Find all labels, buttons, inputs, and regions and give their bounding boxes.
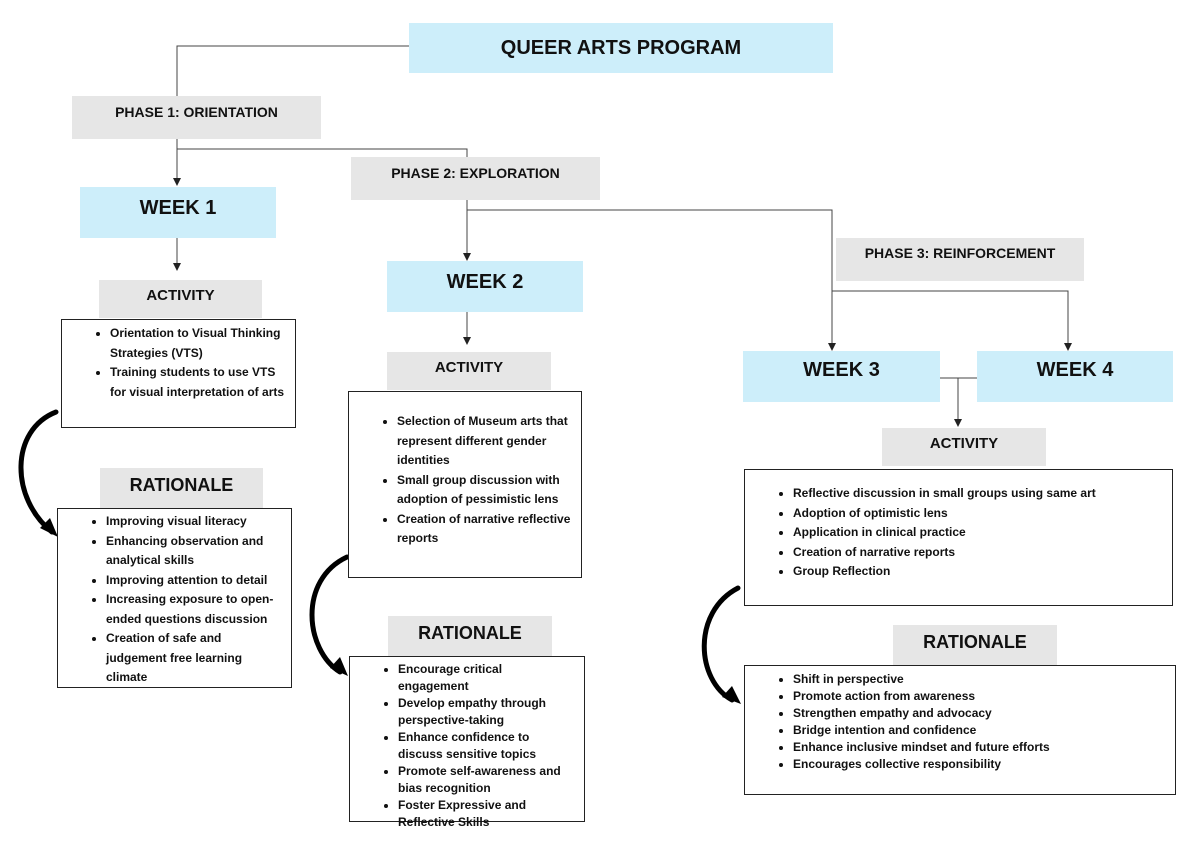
list-item: Develop empathy through perspective-taki… [398, 695, 576, 729]
list-item: Promote self-awareness and bias recognit… [398, 763, 576, 797]
week2-rationale-list: Encourage critical engagement Develop em… [349, 656, 585, 829]
list-item: Application in clinical practice [793, 523, 1164, 543]
week2-activity-label: ACTIVITY [387, 352, 551, 390]
list-item: Encourages collective responsibility [793, 756, 1167, 773]
list-item: Strengthen empathy and advocacy [793, 705, 1167, 722]
list-item: Improving visual literacy [106, 512, 283, 532]
connector-phase3-week4 [832, 290, 1072, 351]
connector-title-phase1 [176, 45, 409, 96]
list-item: Creation of narrative reflective reports [397, 510, 573, 549]
curved-arrow-week2 [309, 554, 350, 675]
list-item: Group Reflection [793, 562, 1164, 582]
list-item: Creation of safe and judgement free lear… [106, 629, 283, 688]
list-item: Increasing exposure to open-ended questi… [106, 590, 283, 629]
connector-phase1-phase2 [177, 148, 468, 157]
curved-arrowhead-week1 [40, 518, 58, 537]
list-item: Training students to use VTS for visual … [110, 363, 287, 402]
curved-arrow-week1 [18, 409, 59, 535]
week4-box: WEEK 4 [977, 351, 1173, 402]
curved-arrow-week34 [701, 585, 741, 703]
list-item: Improving attention to detail [106, 571, 283, 591]
list-item: Encourage critical engagement [398, 661, 576, 695]
connector-phase2-week3 [467, 209, 836, 351]
curved-arrowhead-week34 [722, 686, 741, 704]
week2-activity-list: Selection of Museum arts that represent … [348, 391, 582, 578]
list-item: Bridge intention and confidence [793, 722, 1167, 739]
list-item: Foster Expressive and Reflective Skills [398, 797, 576, 831]
program-title: QUEER ARTS PROGRAM [409, 23, 833, 73]
week1-activity-label: ACTIVITY [99, 280, 262, 318]
week34-rationale-list: Shift in perspective Promote action from… [744, 665, 1176, 795]
list-item: Selection of Museum arts that represent … [397, 412, 573, 471]
week34-rationale-label: RATIONALE [893, 625, 1057, 665]
list-item: Enhance inclusive mindset and future eff… [793, 739, 1167, 756]
list-item: Enhancing observation and analytical ski… [106, 532, 283, 571]
week1-rationale-label: RATIONALE [100, 468, 263, 508]
list-item: Creation of narrative reports [793, 543, 1164, 563]
phase3-label: PHASE 3: REINFORCEMENT [836, 238, 1084, 281]
list-item: Orientation to Visual Thinking Strategie… [110, 324, 287, 363]
week1-activity-list: Orientation to Visual Thinking Strategie… [61, 319, 296, 428]
list-item: Reflective discussion in small groups us… [793, 484, 1164, 504]
phase2-label: PHASE 2: EXPLORATION [351, 157, 600, 200]
curved-arrowhead-week2 [330, 657, 348, 676]
list-item: Adoption of optimistic lens [793, 504, 1164, 524]
phase1-label: PHASE 1: ORIENTATION [72, 96, 321, 139]
list-item: Small group discussion with adoption of … [397, 471, 573, 510]
week2-box: WEEK 2 [387, 261, 583, 312]
list-item: Enhance confidence to discuss sensitive … [398, 729, 576, 763]
week34-activity-label: ACTIVITY [882, 428, 1046, 466]
list-item: Shift in perspective [793, 671, 1167, 688]
list-item: Promote action from awareness [793, 688, 1167, 705]
week3-box: WEEK 3 [743, 351, 940, 402]
week1-box: WEEK 1 [80, 187, 276, 238]
week1-rationale-list: Improving visual literacy Enhancing obse… [57, 508, 292, 688]
week34-activity-list: Reflective discussion in small groups us… [744, 469, 1173, 606]
week2-rationale-label: RATIONALE [388, 616, 552, 656]
